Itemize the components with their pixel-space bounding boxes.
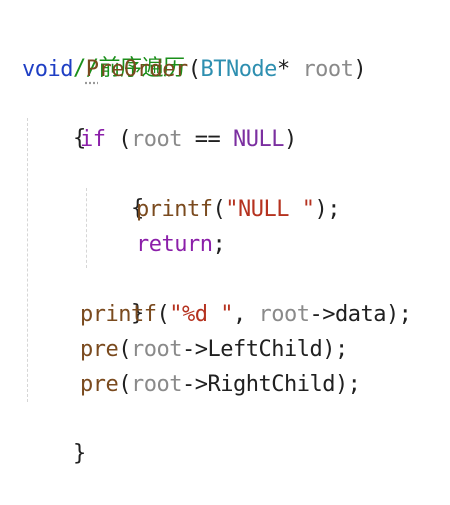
brace-open: { bbox=[72, 126, 86, 151]
code-line-printf-null: printf("NULL "); bbox=[136, 193, 340, 227]
if-paren-open: ( bbox=[118, 127, 131, 152]
pre-call: pre bbox=[80, 337, 119, 362]
code-line-comment: //前序遍历 bbox=[22, 18, 185, 81]
keyword-void: void bbox=[22, 57, 73, 82]
code-line-if: if (root == NULL) bbox=[80, 123, 297, 157]
pre-arrow: -> bbox=[181, 337, 208, 362]
pointer-star: * bbox=[276, 57, 290, 82]
pre-var: root bbox=[131, 337, 182, 362]
pre-paren-open: ( bbox=[118, 372, 131, 397]
code-line-brace-close: } bbox=[22, 403, 86, 466]
paren-open: ( bbox=[187, 57, 201, 82]
string-literal-format: "%d " bbox=[169, 302, 233, 327]
code-line-pre-left: pre(root->LeftChild); bbox=[80, 333, 348, 367]
keyword-if: if bbox=[80, 127, 106, 152]
type-name: BTNode bbox=[200, 57, 277, 82]
inner-brace-close: } bbox=[130, 301, 144, 326]
code-line-inner-brace-close: } bbox=[80, 263, 144, 326]
printf-paren-open: ( bbox=[212, 197, 226, 222]
keyword-return: return bbox=[136, 232, 213, 257]
printf-call: printf bbox=[136, 197, 213, 222]
printf-arrow: -> bbox=[309, 302, 335, 327]
member-data: data bbox=[334, 302, 386, 327]
member-left-child: LeftChild bbox=[207, 337, 323, 362]
string-literal-null: "NULL " bbox=[225, 197, 315, 222]
null-macro: NULL bbox=[232, 127, 284, 152]
printf-var: root bbox=[258, 302, 310, 327]
pre-close: ); bbox=[322, 337, 348, 362]
inner-brace-open: { bbox=[130, 196, 144, 221]
paren-close: ) bbox=[353, 57, 367, 82]
pre-call: pre bbox=[80, 372, 119, 397]
code-line-inner-brace-open: { bbox=[80, 158, 144, 221]
if-operator: == bbox=[194, 127, 221, 152]
code-line-pre-right: pre(root->RightChild); bbox=[80, 368, 361, 402]
if-paren-close: ) bbox=[283, 127, 297, 152]
code-line-signature: void PreOrder(BTNode* root) bbox=[22, 53, 367, 87]
printf-call: printf bbox=[80, 302, 157, 327]
printf-paren-open: ( bbox=[156, 302, 170, 327]
code-line-return: return; bbox=[136, 228, 226, 262]
parameter-name: root bbox=[302, 57, 354, 82]
function-name-first: P bbox=[85, 57, 99, 82]
return-semicolon: ; bbox=[212, 232, 226, 257]
pre-paren-open: ( bbox=[118, 337, 131, 362]
member-right-child: RightChild bbox=[207, 372, 335, 397]
printf-comma: , bbox=[232, 302, 246, 327]
code-line-brace-open: { bbox=[22, 88, 86, 151]
printf-close: ); bbox=[314, 197, 340, 222]
code-line-printf-data: printf("%d ", root->data); bbox=[80, 298, 412, 332]
indent-guide-outer bbox=[27, 118, 28, 402]
pre-close: ); bbox=[334, 372, 361, 397]
printf-close: ); bbox=[385, 302, 412, 327]
code-editor[interactable]: //前序遍历 void PreOrder(BTNode* root) { if … bbox=[0, 0, 450, 466]
brace-close: } bbox=[72, 441, 86, 466]
if-var: root bbox=[131, 127, 182, 152]
pre-arrow: -> bbox=[181, 372, 208, 397]
pre-var: root bbox=[131, 372, 182, 397]
function-name-rest: reOrder bbox=[98, 57, 188, 82]
indent-guide-inner bbox=[86, 188, 87, 268]
comment-text: //前序遍历 bbox=[72, 56, 185, 81]
